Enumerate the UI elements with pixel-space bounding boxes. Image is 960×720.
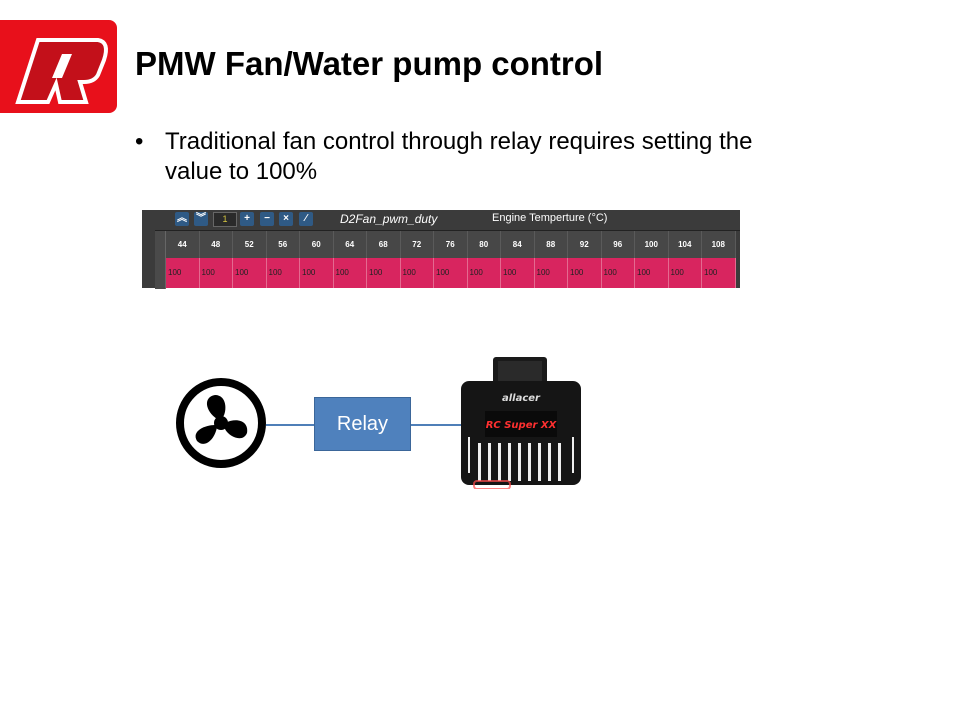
column-header: 44 <box>166 231 200 258</box>
column-header: 76 <box>434 231 468 258</box>
axis-label: Engine Temperture (°C) <box>492 212 608 224</box>
close-icon[interactable]: × <box>279 212 293 226</box>
table-cell[interactable]: 100 <box>535 258 568 288</box>
table-cell[interactable]: 100 <box>401 258 434 288</box>
relay-box: Relay <box>314 397 411 451</box>
wrench-icon[interactable]: ∕ <box>299 212 313 226</box>
table-cell[interactable]: 100 <box>468 258 501 288</box>
table-cell[interactable]: 100 <box>267 258 300 288</box>
chevron-double-down-icon[interactable]: ︾ <box>194 212 208 226</box>
column-header: 56 <box>266 231 300 258</box>
bullet-dot: • <box>135 128 144 155</box>
table-cell[interactable]: 100 <box>200 258 233 288</box>
table-cell[interactable]: 100 <box>233 258 267 288</box>
fan-duty-table: ︽ ︾ 1 + − × ∕ D2Fan_pwm_duty Engine Temp… <box>142 210 740 289</box>
device-model: RC Super XX <box>486 420 558 431</box>
table-cell[interactable]: 100 <box>334 258 367 288</box>
column-header: 104 <box>668 231 702 258</box>
fan-icon <box>175 377 267 474</box>
table-cell[interactable]: 100 <box>602 258 635 288</box>
column-header: 92 <box>568 231 602 258</box>
map-name: D2Fan_pwm_duty <box>340 212 438 226</box>
table-cell[interactable]: 100 <box>166 258 200 288</box>
plus-icon[interactable]: + <box>240 212 254 226</box>
table-toolbar: ︽ ︾ 1 + − × ∕ D2Fan_pwm_duty Engine Temp… <box>142 210 740 229</box>
row-header <box>155 231 166 289</box>
table-cell[interactable]: 100 <box>669 258 702 288</box>
column-header: 72 <box>400 231 434 258</box>
brand-logo <box>0 20 117 113</box>
table-cell[interactable]: 100 <box>501 258 535 288</box>
column-header: 64 <box>333 231 367 258</box>
device-brand: allacer <box>502 393 541 404</box>
connector-line <box>411 424 462 426</box>
minus-icon[interactable]: − <box>260 212 274 226</box>
table-cell[interactable]: 100 <box>635 258 669 288</box>
ecu-device-image: allacer RC Super XX <box>460 357 582 494</box>
slide-title: PMW Fan/Water pump control <box>135 45 604 82</box>
column-header: 52 <box>233 231 267 258</box>
chevron-double-up-icon[interactable]: ︽ <box>175 212 189 226</box>
column-header: 68 <box>367 231 401 258</box>
column-header: 84 <box>501 231 535 258</box>
table-cell[interactable]: 100 <box>367 258 401 288</box>
column-header: 108 <box>702 231 736 258</box>
connector-line <box>266 424 314 426</box>
column-header: 100 <box>635 231 669 258</box>
bullet-text: Traditional fan control through relay re… <box>165 128 753 185</box>
step-input[interactable]: 1 <box>213 212 237 227</box>
column-header: 88 <box>534 231 568 258</box>
table-cell[interactable]: 100 <box>568 258 602 288</box>
column-header: 80 <box>467 231 501 258</box>
table-cell[interactable]: 100 <box>702 258 736 288</box>
column-header: 48 <box>199 231 233 258</box>
column-header: 60 <box>300 231 334 258</box>
table-cell[interactable]: 100 <box>300 258 334 288</box>
table-cell[interactable]: 100 <box>434 258 468 288</box>
column-header: 96 <box>601 231 635 258</box>
